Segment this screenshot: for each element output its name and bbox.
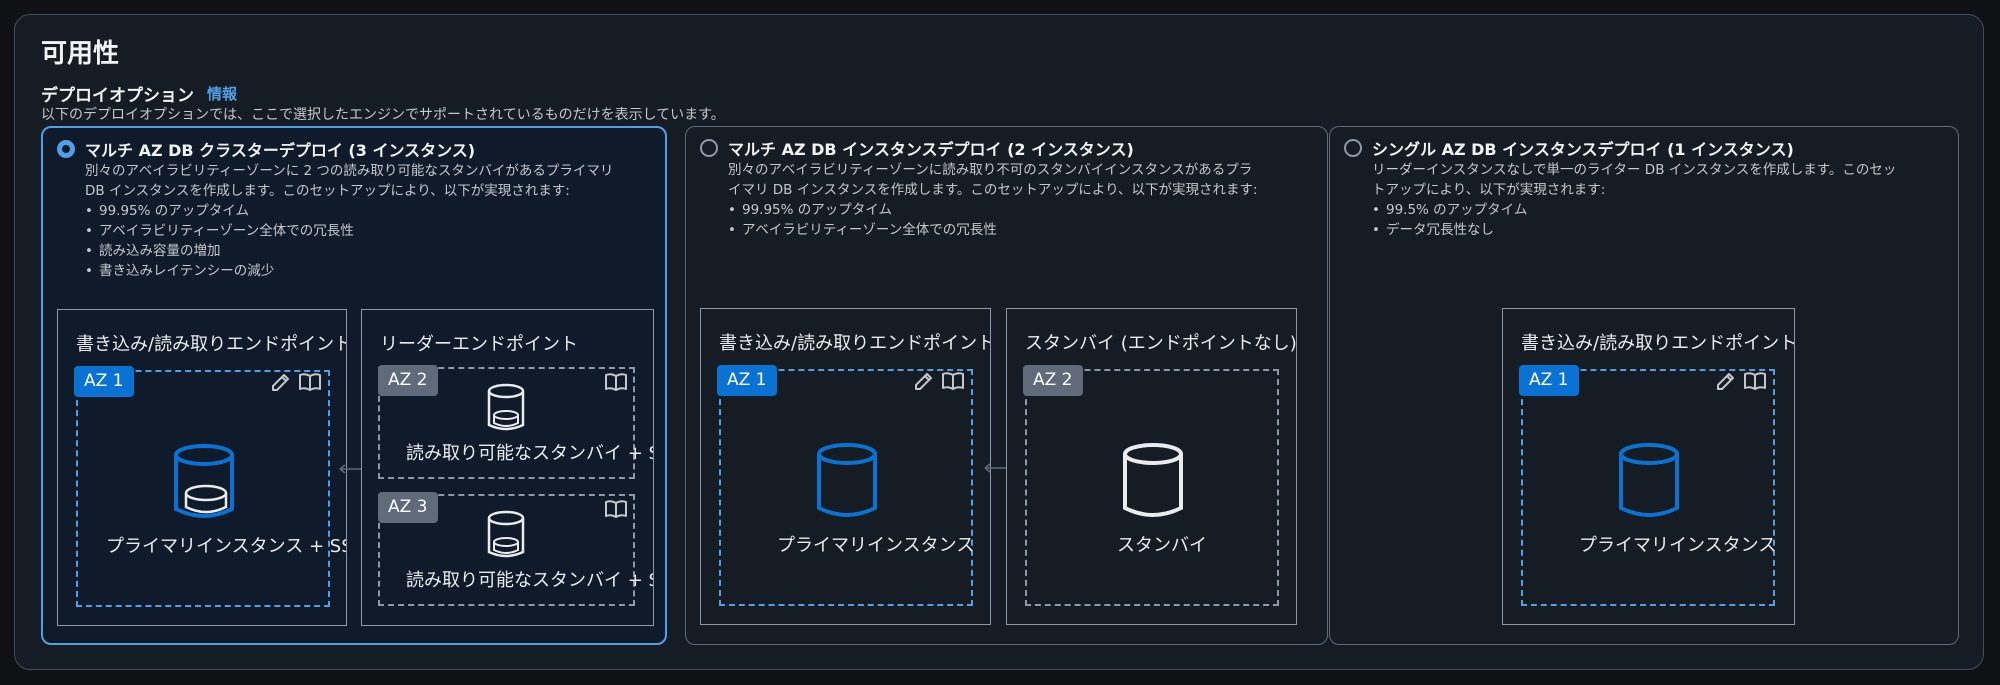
bullet-item: 99.95% のアップタイム [728,200,997,220]
database-cylinder-icon [487,510,525,558]
zone-label: スタンバイ [1117,535,1207,556]
database-cylinder-icon [817,443,877,517]
option-card-multi-az-cluster[interactable]: マルチ AZ DB クラスターデプロイ (3 インスタンス) 別々のアベイラビリ… [41,126,667,645]
option-bullets: 99.5% のアップタイム データ冗長性なし [1372,200,1527,240]
bullet-item: アベイラビリティーゾーン全体での冗長性 [728,220,997,240]
radio-single-az[interactable] [1344,139,1362,157]
option-description: リーダーインスタンスなしで単一のライター DB インスタンスを作成します。このセ… [1372,162,1897,198]
zone-label: プライマリインスタンス + SSD [106,536,347,557]
book-open-icon[interactable] [298,370,322,394]
deploy-options-label: デプロイオプション [41,86,194,106]
deploy-options-description: 以下のデプロイオプションでは、ここで選択したエンジンでサポートされているものだけ… [41,107,725,123]
az-zone [378,367,635,479]
bullet-item: 99.5% のアップタイム [1372,200,1527,220]
endpoint-title: 書き込み/読み取りエンドポイント [76,334,347,355]
bullet-item: データ冗長性なし [1372,220,1527,240]
info-link[interactable]: 情報 [207,85,238,103]
bullet-item: 書き込みレイテンシーの減少 [85,261,354,281]
option-card-multi-az-instance[interactable]: マルチ AZ DB インスタンスデプロイ (2 インスタンス) 別々のアベイラビ… [685,126,1328,645]
az-zone [76,370,330,607]
option-card-single-az[interactable]: シングル AZ DB インスタンスデプロイ (1 インスタンス) リーダーインス… [1329,126,1959,645]
option-description: 別々のアベイラビリティーゾーンに 2 つの読み取り可能なスタンバイがあるプライマ… [85,163,614,199]
zone-label: 読み取り可能なスタンバイ + SSD [406,443,653,464]
az-zone [719,369,973,606]
bullet-item: アベイラビリティーゾーン全体での冗長性 [85,221,354,241]
double-arrow-icon [339,464,373,474]
edit-pencil-icon[interactable] [912,369,936,393]
reader-endpoint-box: リーダーエンドポイント AZ 2 読み取り可能なスタンバイ + SSD AZ 3 [361,309,654,626]
zone-label: 読み取り可能なスタンバイ + SSD [406,570,653,591]
az-badge: AZ 1 [1519,365,1579,396]
book-open-icon[interactable] [941,369,965,393]
database-cylinder-icon [1123,443,1183,517]
option-bullets: 99.95% のアップタイム アベイラビリティーゾーン全体での冗長性 [728,200,997,240]
zone-label: プライマリインスタンス [1579,535,1777,556]
endpoint-title: リーダーエンドポイント [380,334,578,355]
az-zone [1025,369,1279,606]
endpoint-title: スタンバイ (エンドポイントなし) [1025,333,1297,354]
writer-endpoint-box: 書き込み/読み取りエンドポイント AZ 1 プライマリインスタンス + SSD [57,309,347,626]
edit-pencil-icon[interactable] [1714,369,1738,393]
writer-endpoint-box: 書き込み/読み取りエンドポイント AZ 1 プライマリインスタンス [700,308,991,625]
az-badge: AZ 1 [717,365,777,396]
radio-multi-az-instance[interactable] [700,139,718,157]
endpoint-title: 書き込み/読み取りエンドポイント [1521,333,1795,354]
bullet-item: 読み込み容量の増加 [85,241,354,261]
option-title: マルチ AZ DB インスタンスデプロイ (2 インスタンス) [728,140,1134,159]
zone-label: プライマリインスタンス [777,535,975,556]
edit-pencil-icon[interactable] [269,370,293,394]
az-zone [378,494,635,606]
book-open-icon[interactable] [1743,369,1767,393]
option-bullets: 99.95% のアップタイム アベイラビリティーゾーン全体での冗長性 読み込み容… [85,201,354,281]
writer-endpoint-box: 書き込み/読み取りエンドポイント AZ 1 プライマリインスタンス [1502,308,1795,625]
section-title: 可用性 [41,39,120,69]
az-badge: AZ 2 [1023,365,1083,396]
book-open-icon[interactable] [604,370,628,394]
option-title: マルチ AZ DB クラスターデプロイ (3 インスタンス) [85,141,476,160]
option-description: 別々のアベイラビリティーゾーンに読み取り不可のスタンバイインスタンスがあるプラ … [728,162,1258,198]
endpoint-title: 書き込み/読み取りエンドポイント [719,333,991,354]
database-cylinder-icon [174,444,234,518]
az-badge: AZ 1 [74,366,134,397]
availability-panel: 可用性 デプロイオプション 情報 以下のデプロイオプションでは、ここで選択したエ… [14,14,1984,670]
bullet-item: 99.95% のアップタイム [85,201,354,221]
az-zone [1521,369,1775,606]
az-badge: AZ 3 [378,492,438,523]
standby-box: スタンバイ (エンドポイントなし) AZ 2 スタンバイ [1006,308,1297,625]
database-cylinder-icon [487,383,525,431]
database-cylinder-icon [1619,443,1679,517]
az-badge: AZ 2 [378,365,438,396]
double-arrow-icon [984,463,1018,473]
option-title: シングル AZ DB インスタンスデプロイ (1 インスタンス) [1372,140,1794,159]
book-open-icon[interactable] [604,497,628,521]
radio-multi-az-cluster[interactable] [57,140,75,158]
